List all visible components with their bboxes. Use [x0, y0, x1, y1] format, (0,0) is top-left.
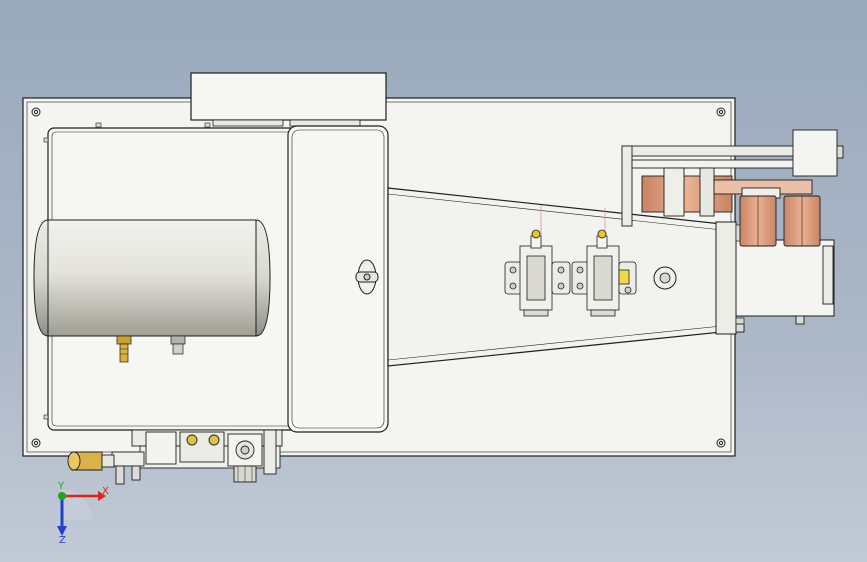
triad-y-label: Y [58, 481, 65, 492]
mounting-holes [31, 107, 726, 448]
valve-assembly-right [571, 229, 637, 317]
triad-z-label: Z [59, 535, 66, 546]
triad-x-label: X [102, 486, 109, 497]
lid-handle [355, 259, 379, 295]
air-tank [33, 219, 271, 363]
top-control-box [190, 72, 387, 121]
valve-assembly-left [504, 229, 571, 317]
right-mechanism [621, 129, 844, 333]
orientation-triad [57, 490, 106, 536]
bottom-manifold [67, 429, 283, 485]
